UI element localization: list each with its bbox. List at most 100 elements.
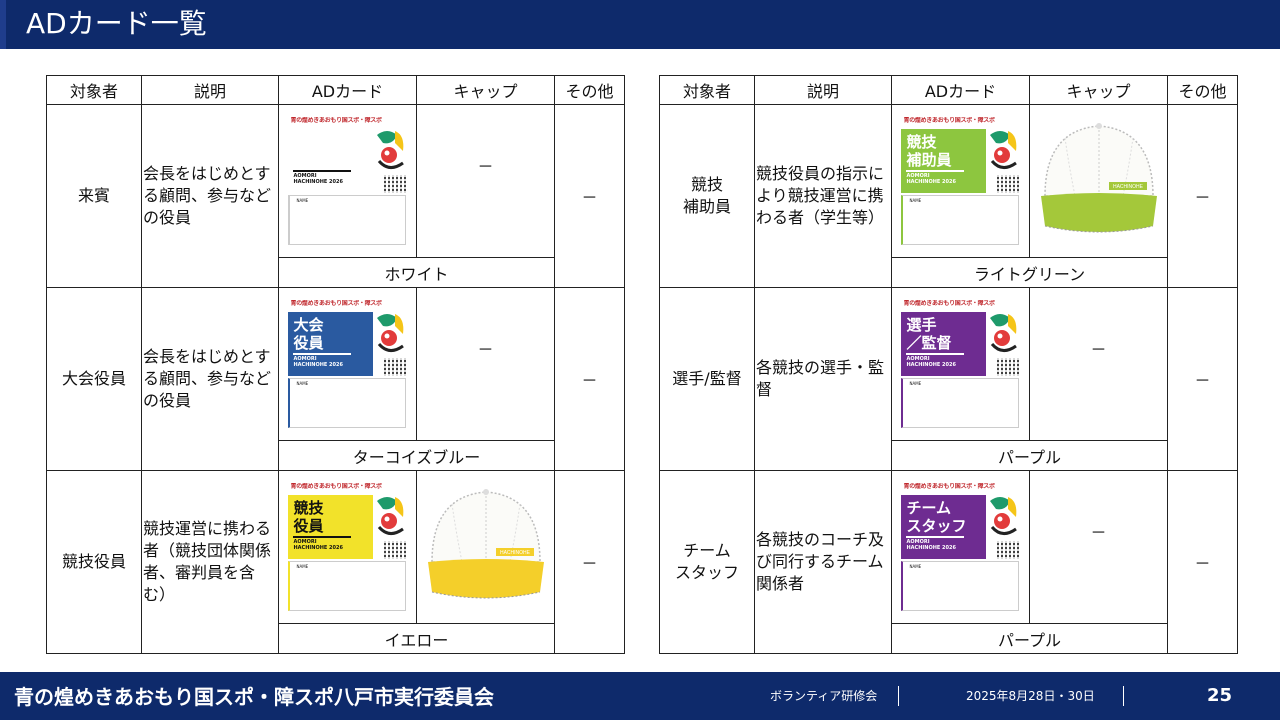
table-row: チーム スタッフ各競技のコーチ及び同行するチーム関係者青の煌めきあおもり国スポ・… (659, 470, 1238, 654)
card-name-box: NAME (287, 560, 406, 611)
mascot-icon (376, 130, 404, 169)
table-row: ターコイズブルー (47, 440, 625, 471)
footer-date: 2025年8月28日・30日 (966, 689, 1095, 703)
table-row: 大会役員会長をはじめとする顧問、参与などの役員 青の煌めきあおもり国スポ・障スポ大… (46, 287, 625, 471)
target-text: チーム スタッフ (674, 541, 739, 582)
header-adcard: ADカード (891, 75, 1030, 105)
cell-target: チーム スタッフ (659, 470, 755, 654)
card-name-box: NAME (900, 194, 1019, 245)
qr-code-icon (996, 357, 1021, 376)
header-adcard: ADカード (278, 75, 417, 105)
table-row: ライトグリーン (660, 257, 1238, 288)
page-title: ADカード一覧 (26, 7, 207, 40)
footer-divider (1123, 686, 1124, 706)
header-cap: キャップ (416, 75, 555, 105)
cell-desc: 各競技の選手・監督 (754, 287, 892, 471)
qr-code-icon (383, 174, 408, 193)
card-banner: 青の煌めきあおもり国スポ・障スポ (290, 482, 383, 490)
cell-color-name: ターコイズブルー (278, 440, 555, 471)
card-banner: 青の煌めきあおもり国スポ・障スポ (903, 482, 996, 490)
qr-code-icon (996, 540, 1021, 559)
cap-text: HACHINOHE (1112, 184, 1143, 190)
header-other: その他 (554, 75, 625, 105)
card-color-block: チーム スタッフ (900, 494, 986, 559)
cell-desc: 各競技のコーチ及び同行するチーム関係者 (754, 470, 892, 654)
ad-card-table-right: 対象者 説明 ADカード キャップ その他 競技 補助員競技役員の指示により競技… (659, 75, 1238, 654)
card-name-box: NAME (900, 377, 1019, 428)
cell-other: － (554, 287, 625, 471)
cell-desc: 会長をはじめとする顧問、参与などの役員 (141, 104, 279, 288)
cell-desc: 競技役員の指示により競技運営に携わる者（学生等） (754, 104, 892, 288)
card-banner: 青の煌めきあおもり国スポ・障スポ (290, 116, 383, 124)
card-label: チーム スタッフ (906, 498, 967, 535)
footer: 青の煌めきあおもり国スポ・障スポ八戸市実行委員会 ボランティア研修会 2025年… (0, 672, 1280, 720)
cap-icon: HACHINOHE (1040, 123, 1157, 233)
ad-card: 青の煌めきあおもり国スポ・障スポチーム スタッフ AOMORI HACHINOHE… (899, 480, 1022, 614)
table-row: 来賓 会長をはじめとする顧問、参与などの役員 青の煌めきあおもり国スポ・障スポ AOM… (46, 104, 625, 288)
footer-divider (898, 686, 899, 706)
cap-dash: － (477, 157, 494, 176)
card-city: AOMORI HACHINOHE 2026 (906, 355, 956, 368)
cell-other: － (1167, 470, 1238, 654)
card-city: AOMORI HACHINOHE 2026 (293, 538, 343, 551)
table-row: 競技役員競技運営に携わる者（競技団体関係者、審判員を含む）青の煌めきあおもり国ス… (46, 470, 625, 654)
card-banner: 青の煌めきあおもり国スポ・障スポ (903, 299, 996, 307)
qr-code-icon (383, 540, 408, 559)
cell-adcard: 青の煌めきあおもり国スポ・障スポチーム スタッフ AOMORI HACHINOHE… (891, 470, 1030, 624)
card-label: 大会 役員 (293, 315, 324, 352)
card-name-box: NAME (287, 377, 406, 428)
card-label: 選手 ／監督 (906, 315, 952, 352)
table-row: 競技 補助員競技役員の指示により競技運営に携わる者（学生等） 青の煌めきあおもり国… (659, 104, 1238, 288)
target-text: 大会役員 (61, 369, 126, 388)
qr-code-icon (996, 174, 1021, 193)
cell-cap: － (1029, 287, 1168, 441)
title-accent (0, 0, 6, 49)
cell-cap: － (416, 104, 555, 258)
target-text: 選手/監督 (672, 369, 742, 388)
ad-card-table-left: 対象者 説明 ADカード キャップ その他 来賓会長をはじめとする顧問、参与など… (46, 75, 625, 654)
qr-code-icon (383, 357, 408, 376)
cell-other: － (554, 470, 625, 654)
mascot-icon (989, 496, 1017, 535)
cell-color-name: ホワイト (278, 257, 555, 288)
card-label: 競技 補助員 (906, 132, 952, 169)
cell-desc: 会長をはじめとする顧問、参与などの役員 (141, 287, 279, 471)
cell-target: 競技役員 (46, 470, 142, 654)
card-rule (905, 169, 964, 172)
card-name-label: NAME (909, 563, 922, 569)
card-name-box: NAME (287, 194, 406, 245)
card-name-label: NAME (296, 563, 309, 569)
cap-dash: － (1090, 523, 1107, 542)
cell-target: 大会役員 (46, 287, 142, 471)
cell-cap: HACHINOHE (416, 470, 555, 624)
cell-target: 来賓 (46, 104, 142, 288)
title-bar: ADカード一覧 (0, 0, 1280, 49)
card-rule (292, 535, 351, 538)
mascot-icon (989, 313, 1017, 352)
card-city: AOMORI HACHINOHE 2026 (293, 172, 343, 185)
cell-other: － (1167, 287, 1238, 471)
card-city: AOMORI HACHINOHE 2026 (906, 538, 956, 551)
card-color-block: 大会 役員 (287, 311, 373, 376)
card-color-block: 競技 補助員 (900, 128, 986, 193)
cell-other: － (554, 104, 625, 288)
card-name-label: NAME (909, 197, 922, 203)
target-text: 来賓 (77, 186, 110, 205)
target-text: 競技役員 (61, 552, 126, 571)
cap-dash: － (477, 340, 494, 359)
card-name-box: NAME (900, 560, 1019, 611)
cell-color-name: ライトグリーン (891, 257, 1168, 288)
cell-color-name: パープル (891, 440, 1168, 471)
footer-organization: 青の煌めきあおもり国スポ・障スポ八戸市実行委員会 (14, 685, 494, 709)
cell-other: － (1167, 104, 1238, 288)
cell-color-name: イエロー (278, 623, 555, 654)
header-other: その他 (1167, 75, 1238, 105)
card-banner: 青の煌めきあおもり国スポ・障スポ (290, 299, 383, 307)
card-banner: 青の煌めきあおもり国スポ・障スポ (903, 116, 996, 124)
card-color-block: 選手 ／監督 (900, 311, 986, 376)
